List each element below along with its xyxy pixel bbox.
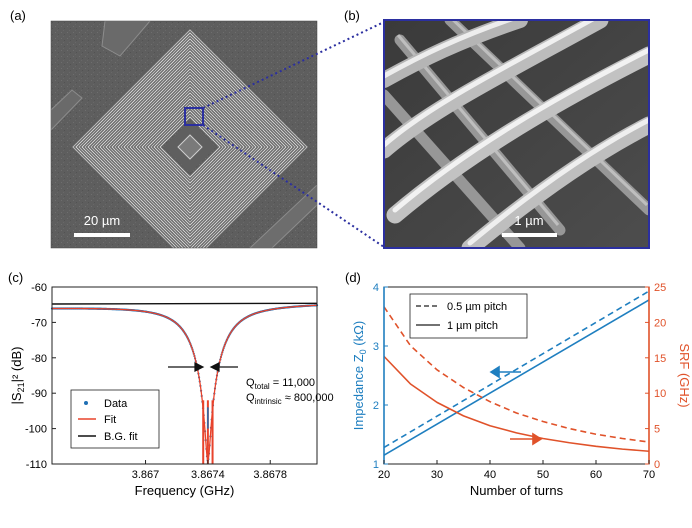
- d-ytick-right-label: 10: [654, 388, 666, 400]
- legend-dashed-label: 0.5 µm pitch: [447, 301, 507, 313]
- spiral-turn: [81, 38, 299, 248]
- d-ytick-left-label: 3: [373, 341, 379, 353]
- chart-d-ylabel-right: SRF (GHz): [677, 343, 692, 407]
- d-xtick-label: 60: [590, 469, 602, 481]
- legend-fit-label: Fit: [104, 414, 116, 426]
- spiral-turn: [159, 116, 221, 178]
- spiral-turn: [144, 101, 236, 193]
- legend-bg-label: B.G. fit: [104, 431, 138, 443]
- c-ytick-label: -70: [31, 317, 47, 329]
- spiral-turn: [93, 50, 287, 244]
- sem-image-closeup: [384, 20, 649, 248]
- chart-c-xlabel: Frequency (GHz): [135, 483, 235, 498]
- c-xtick-label: 3.8674: [191, 469, 225, 481]
- chart-c-frame: [51, 286, 318, 465]
- d-xtick-label: 50: [537, 469, 549, 481]
- zoom-line-bottom: [202, 124, 385, 248]
- panel-label-a: (a): [10, 8, 26, 23]
- c-xtick-label: 3.8678: [253, 469, 287, 481]
- legend-data-marker: [84, 401, 88, 405]
- d-ytick-left-label: 1: [373, 459, 379, 471]
- spiral-turn: [90, 47, 290, 247]
- spiral-turn: [147, 104, 233, 190]
- linewidth-arrows: [168, 362, 238, 372]
- spiral-turn: [87, 44, 293, 248]
- spiral-turn: [132, 89, 248, 205]
- chart-d-legend: 0.5 µm pitch 1 µm pitch: [409, 293, 528, 339]
- d-ytick-right-label: 0: [654, 459, 660, 471]
- spiral-turn: [120, 77, 260, 217]
- chart-d-xlabel: Number of turns: [470, 483, 564, 498]
- c-xtick-label: 3.867: [132, 469, 160, 481]
- c-ytick-label: -100: [25, 424, 47, 436]
- spiral-turn: [102, 59, 278, 235]
- panel-label-c: (c): [8, 270, 23, 285]
- closeup-frame: [383, 19, 650, 249]
- scalebar-b: [502, 233, 557, 237]
- panel-label-b: (b): [344, 8, 360, 23]
- srf-axis-arrow: [510, 432, 543, 446]
- spiral-turn: [96, 53, 284, 241]
- spiral-turn: [72, 29, 308, 248]
- spiral-turn: [111, 68, 269, 226]
- spiral-turn: [153, 110, 227, 184]
- series-bg-fit-line: [51, 302, 318, 305]
- panel-label-d: (d): [345, 270, 361, 285]
- srf-line-solid: [383, 355, 650, 453]
- c-ytick-label: -110: [26, 459, 47, 471]
- d-ytick-right-label: 5: [654, 424, 660, 436]
- spiral-turn: [99, 56, 281, 238]
- d-ytick-left-label: 4: [373, 282, 379, 294]
- scalebar-b-label: 1 µm: [514, 213, 543, 228]
- spiral-turn: [126, 83, 254, 211]
- impedance-axis-arrow: [489, 365, 521, 379]
- legend-data-label: Data: [104, 398, 128, 410]
- spiral-turn: [114, 71, 266, 223]
- spiral-turn: [75, 32, 305, 248]
- c-ytick-label: -60: [31, 282, 47, 294]
- chart-c-legend: Data Fit B.G. fit: [70, 389, 160, 449]
- spiral-turn: [117, 74, 263, 220]
- chart-s21-resonance: 3.867 3.8674 3.8678 -110 -100 -90 -80 -70 -60 Fr…: [9, 282, 334, 498]
- spiral-turn: [78, 35, 302, 248]
- scalebar-a: [74, 233, 130, 237]
- d-ytick-right-label: 15: [654, 353, 666, 365]
- chart-d-ylabel-left: Impedance Z0 (kΩ): [351, 321, 368, 430]
- legend-solid-label: 1 µm pitch: [447, 320, 498, 332]
- spiral-turn: [135, 92, 245, 202]
- q-total-annotation: Qtotal = 11,000: [246, 377, 315, 391]
- spiral-turn: [105, 62, 275, 232]
- impedance-line-dashed: [383, 290, 650, 449]
- d-xtick-label: 70: [643, 469, 655, 481]
- d-xtick-label: 40: [484, 469, 496, 481]
- d-ytick-right-label: 25: [654, 282, 666, 294]
- series-fit-line: [51, 304, 318, 462]
- scalebar-a-label: 20 µm: [84, 213, 120, 228]
- d-ytick-right-label: 20: [654, 317, 666, 329]
- c-ytick-label: -90: [31, 388, 47, 400]
- spiral-turn: [123, 80, 257, 214]
- impedance-line-solid: [383, 299, 650, 456]
- spiral-turn: [141, 98, 239, 196]
- d-ytick-left-label: 2: [373, 400, 379, 412]
- spiral-turn: [129, 86, 251, 208]
- sem-image-spiral: [50, 20, 318, 249]
- chart-c-ylabel: |S21|² (dB): [9, 347, 26, 405]
- d-xtick-label: 20: [378, 469, 390, 481]
- d-xtick-label: 30: [431, 469, 443, 481]
- zoom-box: [184, 107, 204, 126]
- spiral-turn: [156, 113, 224, 181]
- c-ytick-label: -80: [31, 353, 47, 365]
- series-dip-markers: [202, 400, 214, 464]
- srf-line-dashed: [383, 306, 650, 443]
- zoom-line-top: [202, 21, 385, 109]
- spiral-turn: [84, 41, 296, 248]
- q-intrinsic-annotation: Qintrinsic ≈ 800,000: [246, 392, 334, 406]
- spiral-turn: [138, 95, 242, 199]
- spiral-turn: [108, 65, 272, 229]
